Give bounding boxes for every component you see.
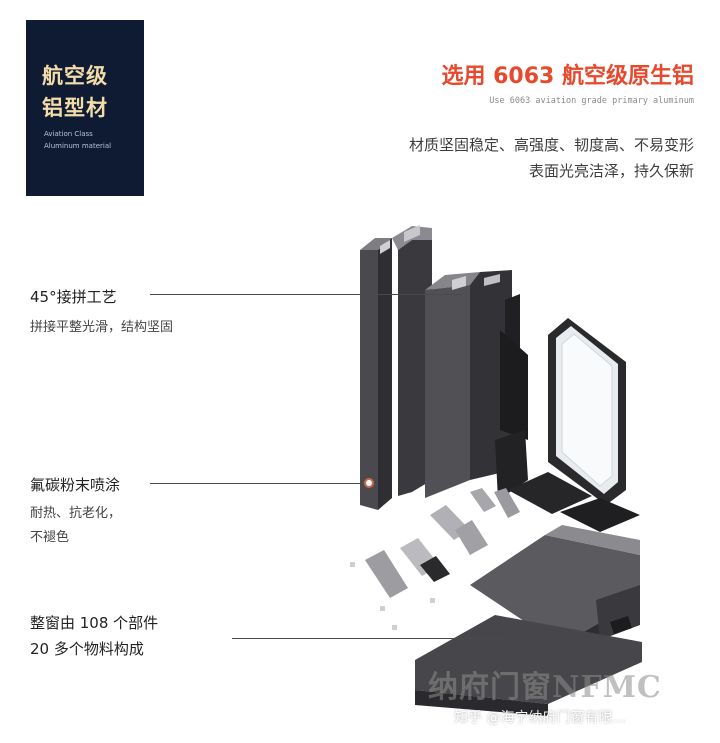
tall-profile-left: [360, 225, 432, 510]
badge-subtitle-line-2: Aluminum material: [44, 142, 112, 150]
aviation-class-badge: 航空级 铝型材 Aviation Class Aluminum material: [26, 20, 144, 196]
callout-fluorocarbon-coating-title: 氟碳粉末喷涂: [30, 476, 121, 494]
seal-strips: [495, 294, 528, 500]
callout-2-leader-line: [150, 483, 366, 484]
headline: 选用 6063 航空级原生铝: [441, 64, 694, 89]
badge-subtitle: Aviation Class Aluminum material: [44, 128, 111, 152]
callout-2-leader-dot: [364, 478, 374, 488]
badge-title-line-2: 铝型材: [42, 96, 108, 120]
badge-title: 航空级 铝型材: [42, 60, 108, 124]
callout-parts-count-note: 20 多个物料构成: [30, 640, 144, 658]
sealing-panels: [508, 472, 640, 532]
callout-parts-count-title: 整窗由 108 个部件: [30, 614, 159, 632]
badge-subtitle-line-1: Aviation Class: [44, 130, 93, 138]
badge-title-line-1: 航空级: [42, 64, 108, 88]
callout-3-leader-line: [232, 638, 502, 639]
callout-1-leader-line: [150, 294, 462, 295]
insulated-glass-unit: [548, 318, 626, 505]
headline-english: Use 6063 aviation grade primary aluminum: [489, 96, 694, 106]
horizontal-profiles: [415, 525, 642, 716]
description-line-1: 材质坚固稳定、高强度、韧度高、不易变形: [408, 136, 694, 154]
zhihu-credit-watermark: 知乎 @海宁纳府门窗有限...: [454, 710, 626, 726]
brand-watermark: 纳府门窗NFMC: [428, 670, 662, 705]
callout-fluorocarbon-coating-note-2: 不褪色: [30, 530, 70, 545]
callout-45-degree-joint-title: 45°接拼工艺: [30, 288, 117, 306]
tall-profile-right: [425, 270, 512, 498]
callout-45-degree-joint-note: 拼接平整光滑，结构坚固: [30, 320, 174, 335]
description-line-2: 表面光亮洁泽，持久保新: [528, 162, 694, 180]
callout-fluorocarbon-coating-note-1: 耐热、抗老化，: [30, 506, 122, 521]
corner-connectors: [350, 488, 520, 630]
